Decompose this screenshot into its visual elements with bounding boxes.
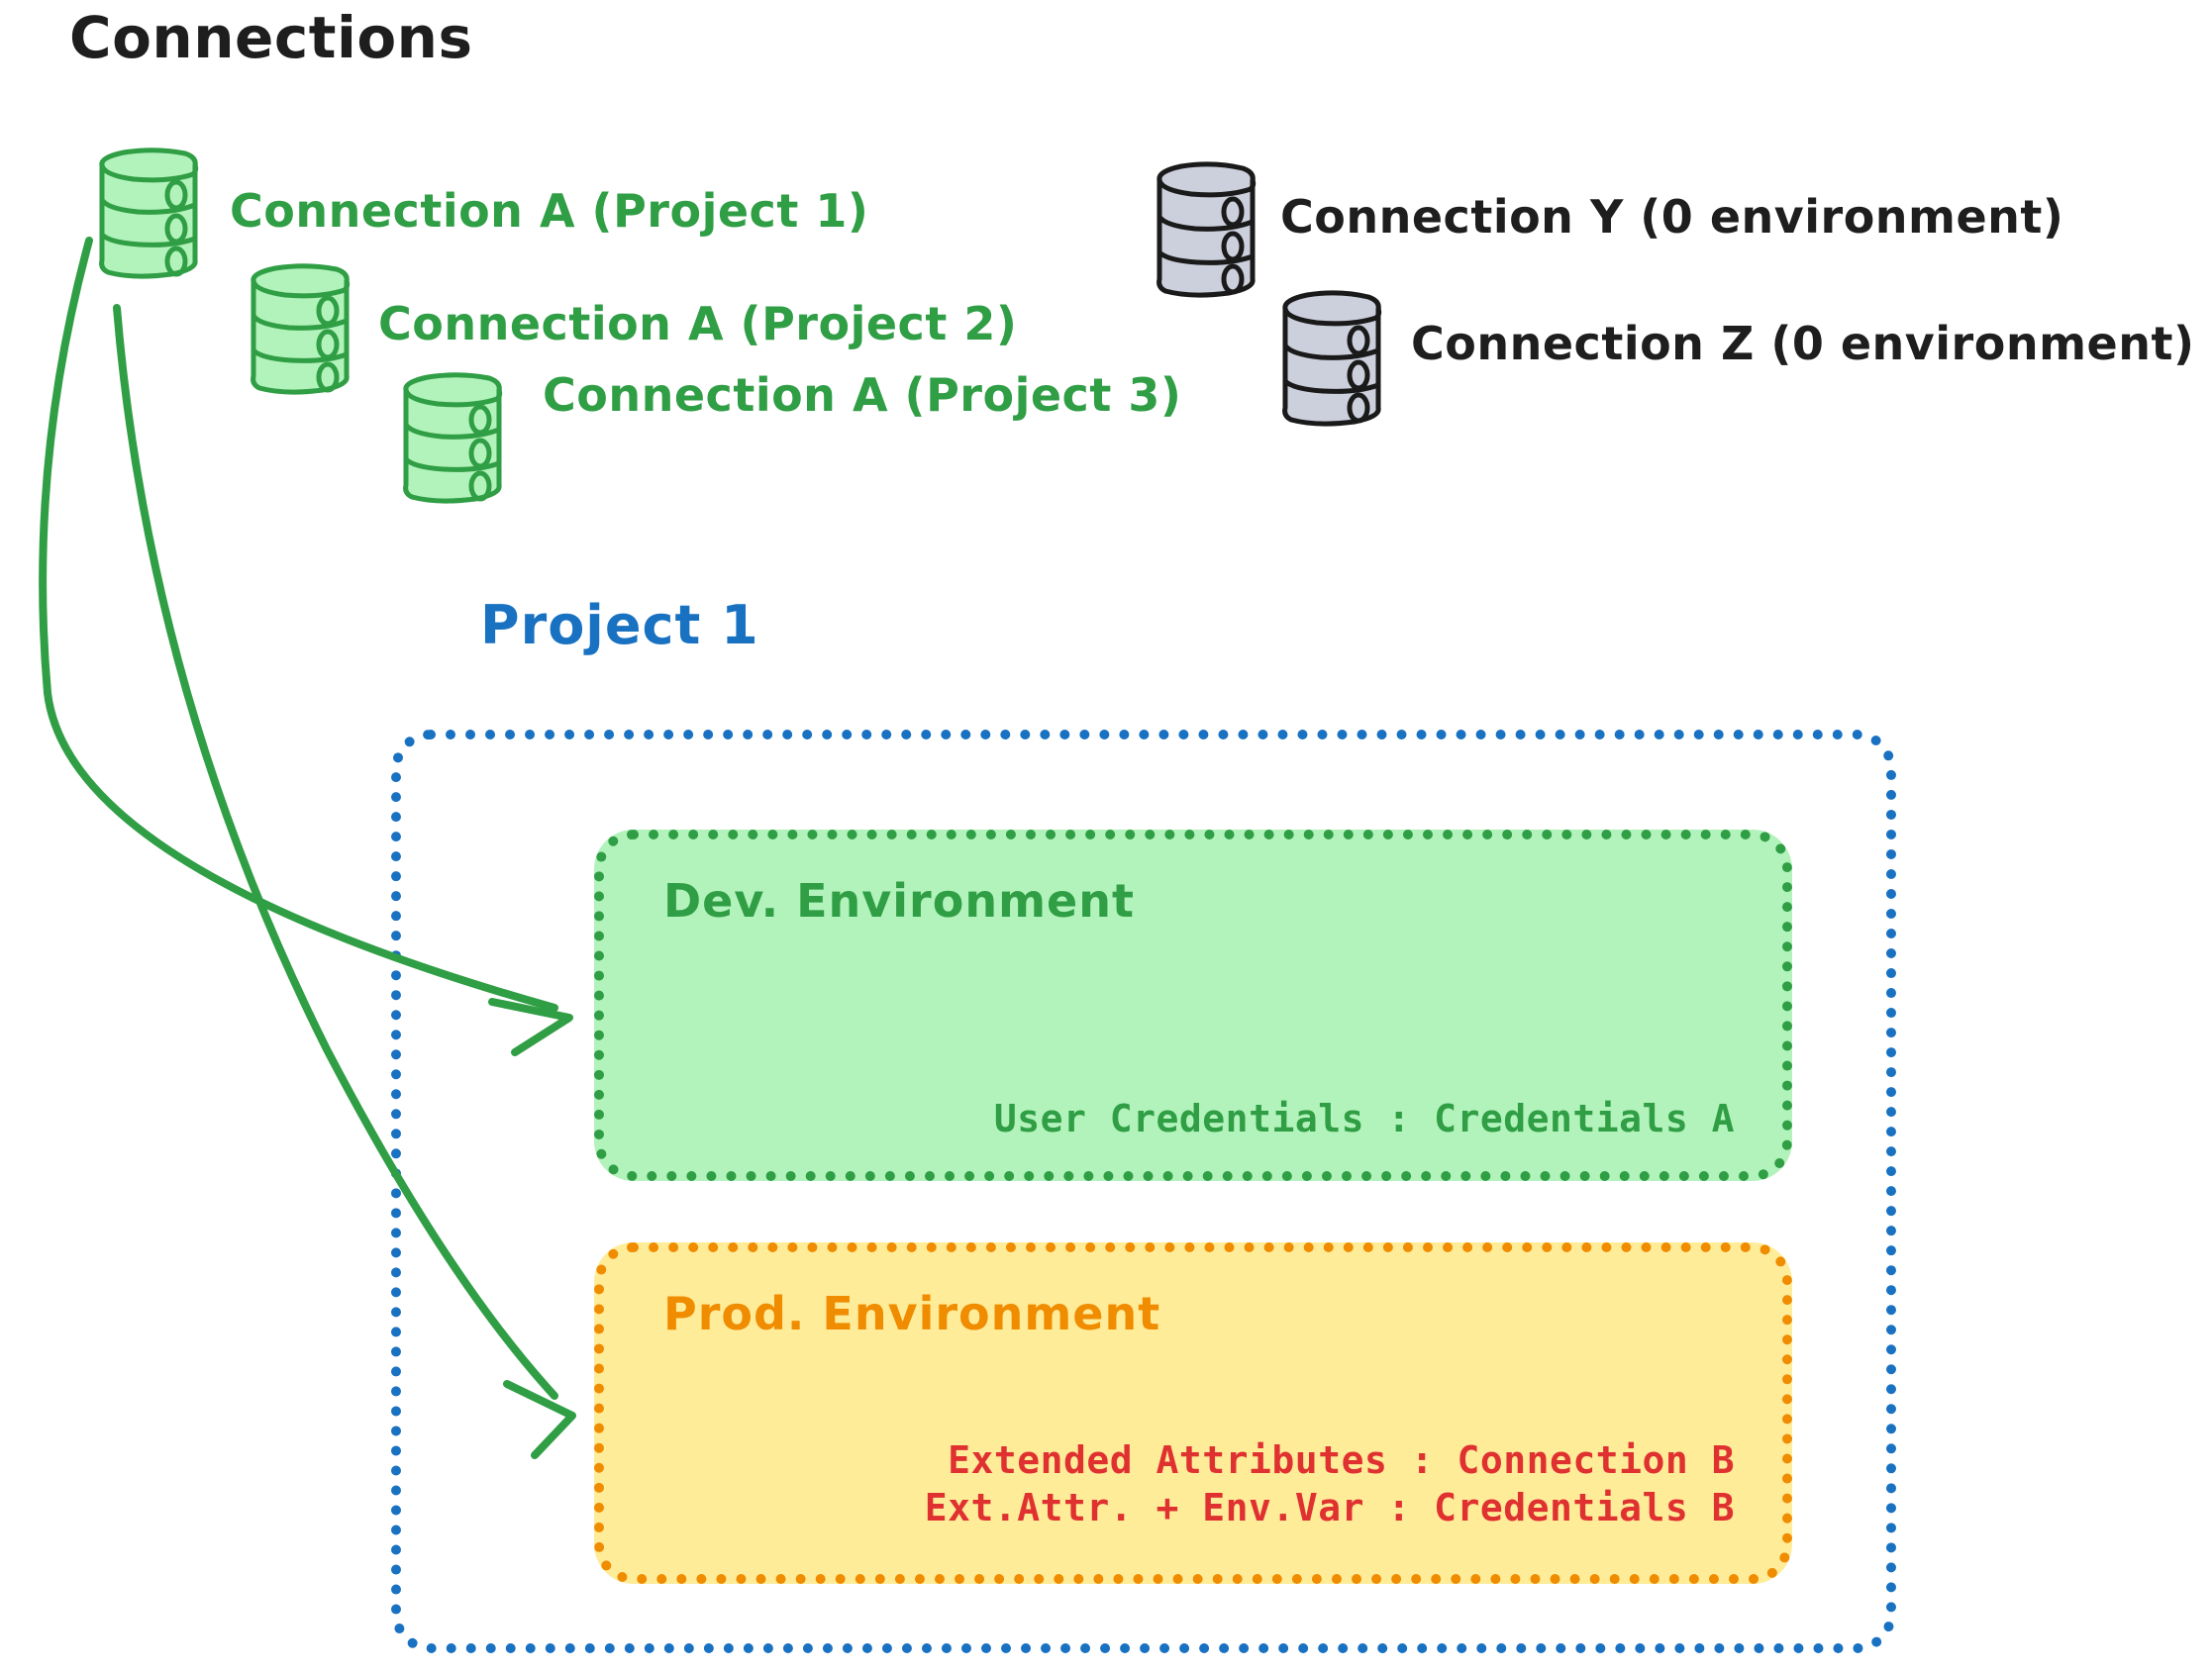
page-title: Connections	[69, 4, 473, 71]
prod-environment-title: Prod. Environment	[663, 1287, 1161, 1340]
connection-label-a-project-1: Connection A (Project 1)	[230, 184, 869, 238]
connection-label-a-project-2: Connection A (Project 2)	[378, 297, 1018, 350]
database-icon-connection-a-project-3	[398, 368, 507, 511]
connection-label-z: Connection Z (0 environment)	[1411, 317, 2195, 370]
connection-label-y: Connection Y (0 environment)	[1280, 190, 2064, 244]
dev-environment-details: User Credentials : Credentials A	[994, 1095, 1735, 1143]
dev-environment-title: Dev. Environment	[663, 874, 1135, 928]
prod-environment-box: Prod. Environment Extended Attributes : …	[594, 1242, 1792, 1584]
prod-env-var-line: Ext.Attr. + Env.Var : Credentials B	[924, 1486, 1735, 1530]
prod-extended-attributes-line: Extended Attributes : Connection B	[948, 1437, 1735, 1482]
database-icon-connection-a-project-1	[94, 144, 203, 286]
database-icon-connection-z	[1277, 287, 1386, 435]
connection-label-a-project-3: Connection A (Project 3)	[543, 368, 1182, 422]
database-icon-connection-a-project-2	[246, 259, 354, 402]
dev-environment-box: Dev. Environment User Credentials : Cred…	[594, 830, 1792, 1181]
database-icon-connection-y	[1152, 158, 1260, 306]
dev-credentials-line: User Credentials : Credentials A	[993, 1097, 1735, 1141]
prod-environment-details: Extended Attributes : Connection B Ext.A…	[925, 1436, 1735, 1532]
project-title: Project 1	[480, 594, 759, 656]
